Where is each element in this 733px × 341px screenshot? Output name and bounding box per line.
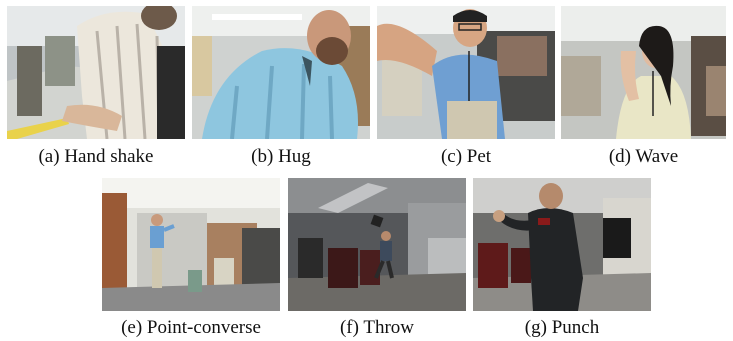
- photo-punch: [473, 178, 651, 311]
- caption-punch: (g) Punch: [524, 317, 600, 338]
- photo-hug: [192, 6, 370, 139]
- photo-pet: [377, 6, 555, 139]
- caption-throw: (f) Throw: [339, 317, 415, 338]
- photo-hand-shake: [7, 6, 185, 139]
- caption-point-converse: (e) Point-converse: [121, 317, 261, 338]
- caption-hug: (b) Hug: [251, 146, 311, 167]
- photo-point-converse: [102, 178, 280, 311]
- caption-wave: (d) Wave: [608, 146, 679, 167]
- photo-wave: [561, 6, 726, 139]
- caption-hand-shake: (a) Hand shake: [38, 146, 154, 167]
- caption-pet: (c) Pet: [440, 146, 492, 167]
- photo-throw: [288, 178, 466, 311]
